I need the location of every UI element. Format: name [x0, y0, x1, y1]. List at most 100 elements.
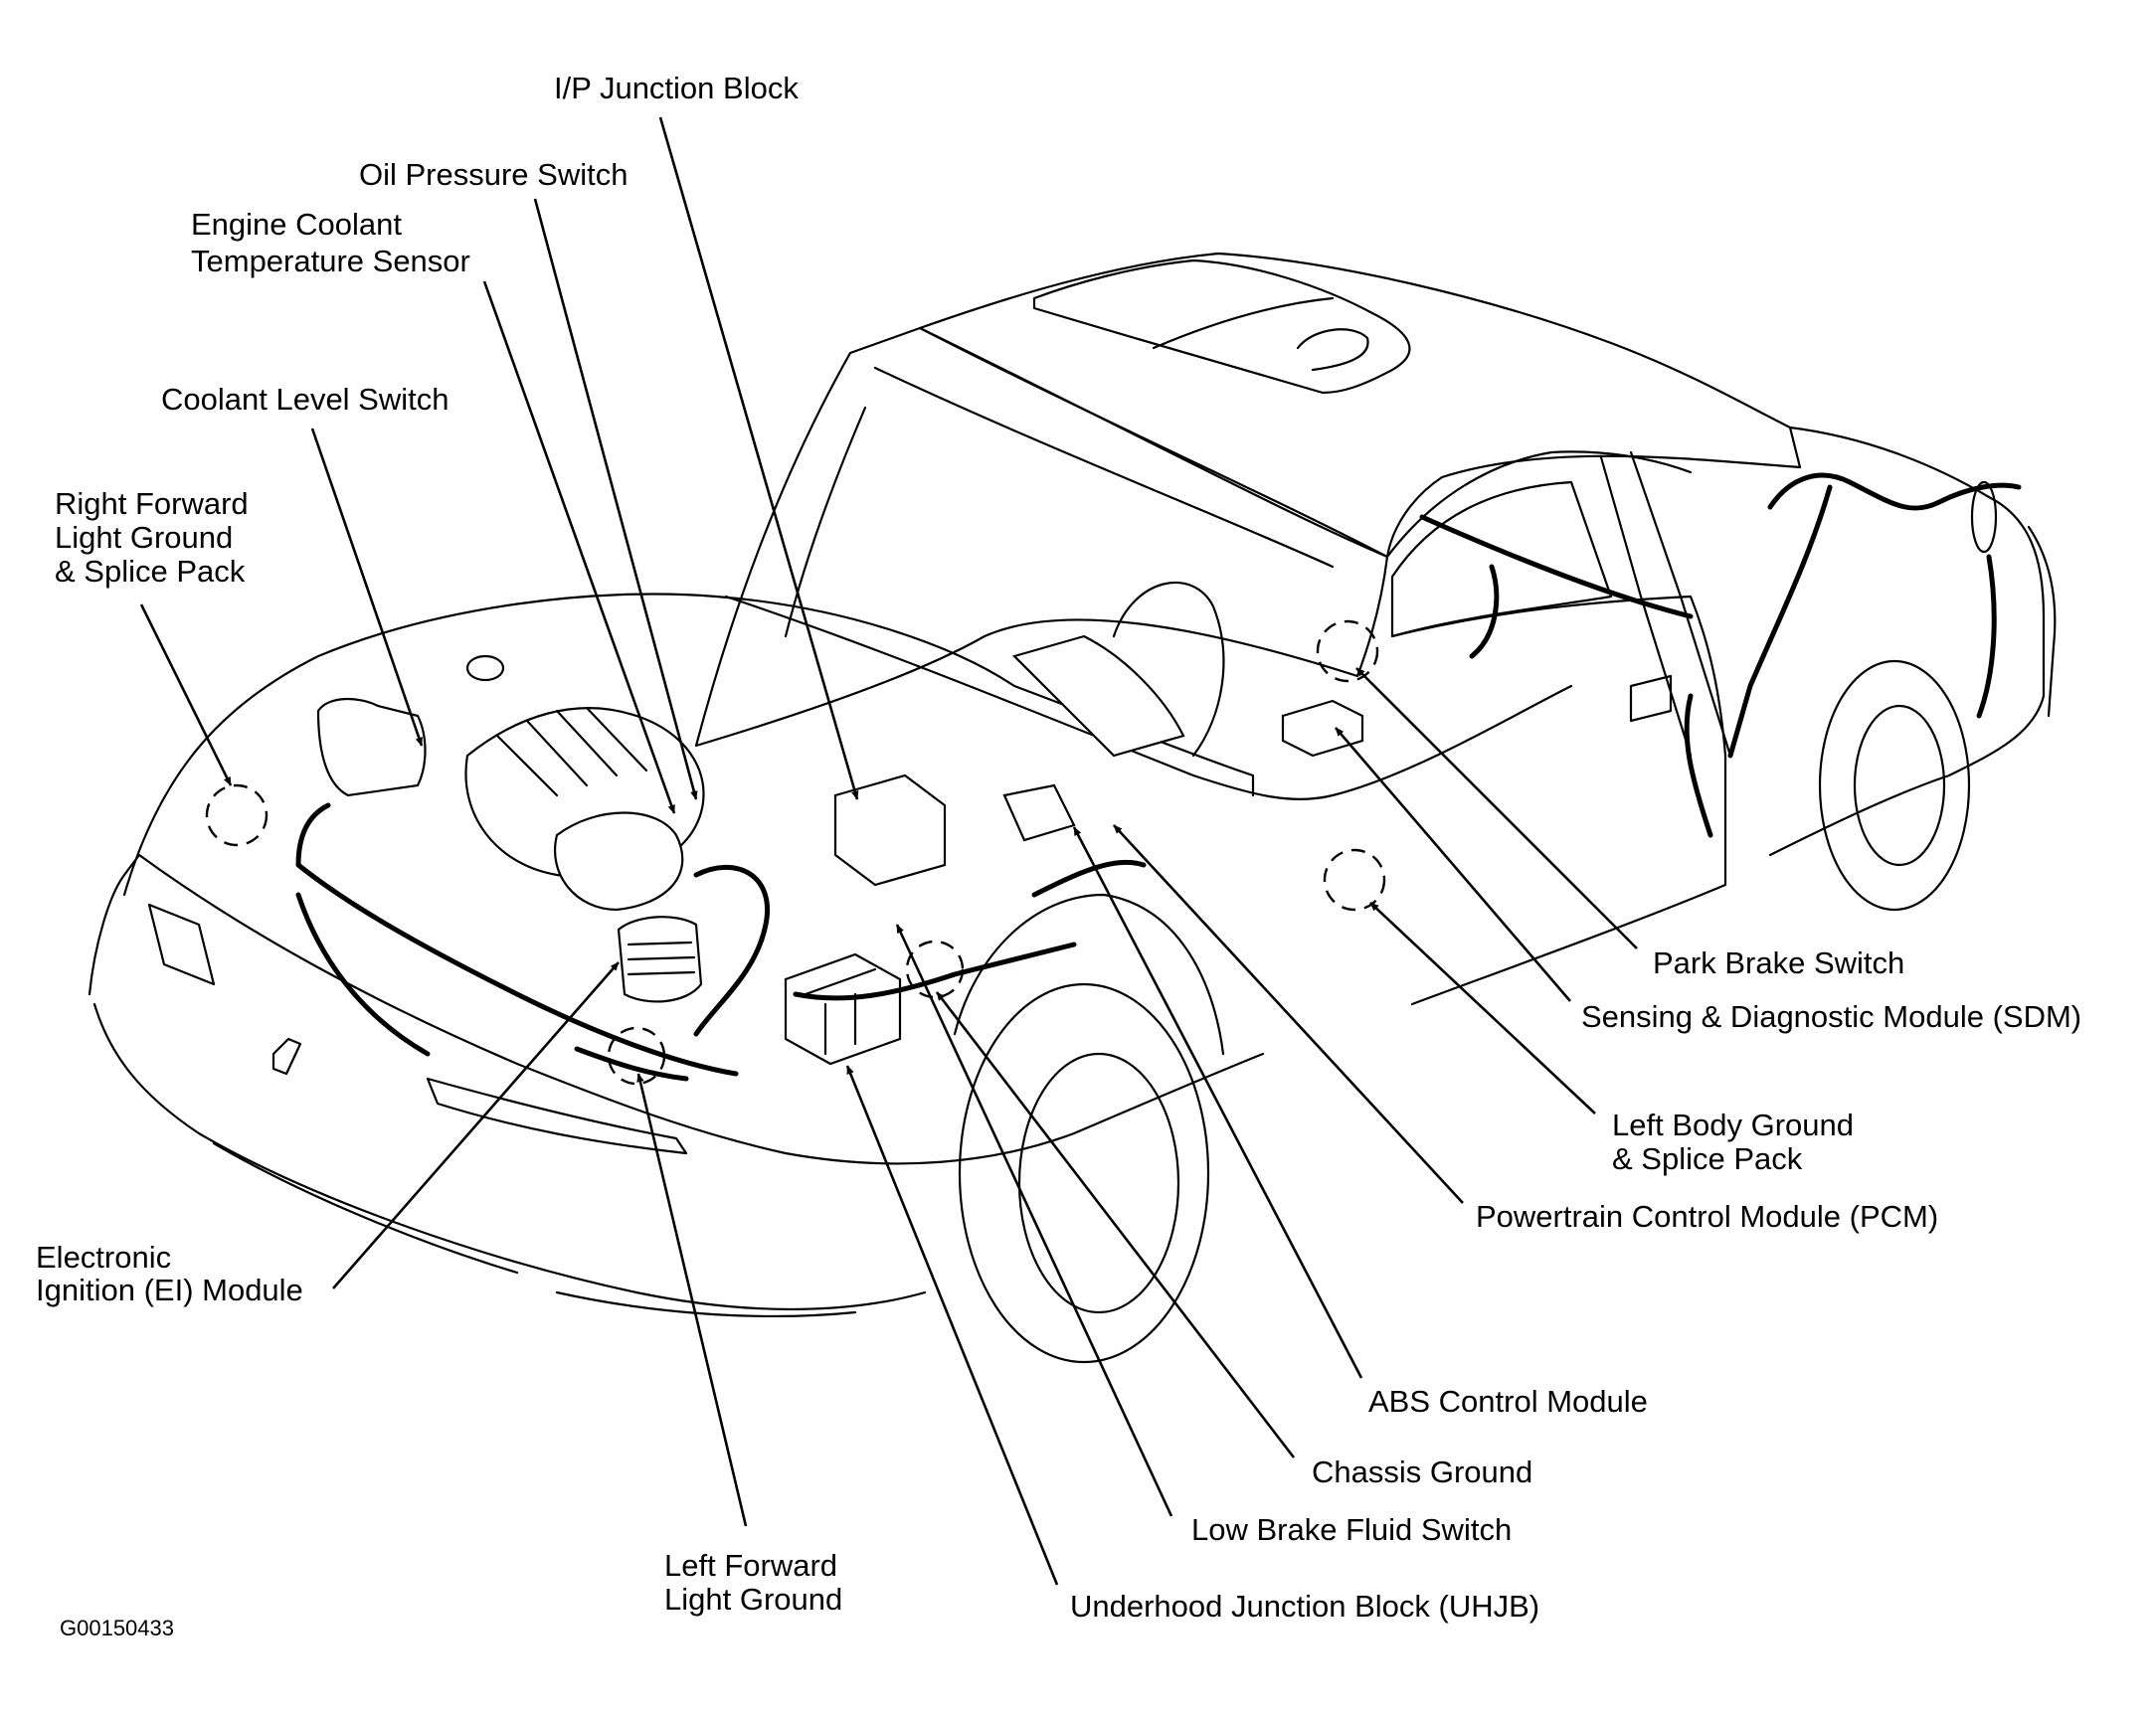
reservoir-cap [465, 654, 505, 682]
leader-right-forward-light-ground [139, 603, 233, 786]
label-ip-junction-block: I/P Junction Block [554, 71, 799, 105]
car-roof [918, 252, 1802, 559]
rear-wheel-hub [1853, 704, 1946, 867]
label-low-brake-fluid-switch: Low Brake Fluid Switch [1191, 1512, 1512, 1547]
leader-powertrain-control-module [1113, 824, 1464, 1204]
leader-electronic-ignition-module [332, 961, 620, 1289]
coolant-reservoir [316, 697, 427, 797]
label-line: Oil Pressure Switch [359, 157, 628, 192]
leader-underhood-junction-block [845, 1065, 1059, 1586]
label-powertrain-control-module: Powertrain Control Module (PCM) [1476, 1199, 1938, 1234]
front-fascia [88, 853, 1265, 1165]
leader-coolant-level-switch [310, 428, 424, 747]
label-line: I/P Junction Block [554, 71, 799, 105]
b-pillar [1599, 450, 1732, 758]
label-line: Left Body Ground [1612, 1108, 1854, 1142]
label-park-brake-switch: Park Brake Switch [1653, 945, 1904, 980]
rear-bumper [2027, 525, 2057, 718]
label-line: Park Brake Switch [1653, 945, 1904, 980]
leader-left-forward-light-ground [636, 1073, 748, 1527]
leader-engine-coolant-temperature-sensor [482, 280, 676, 814]
label-line: & Splice Pack [1612, 1141, 1803, 1176]
location-circle-left-forward-ground [607, 1026, 666, 1086]
interior-harness [1419, 514, 1694, 659]
label-left-body-ground: Left Body Ground & Splice Pack [1612, 1108, 1863, 1176]
location-circle-park-brake [1316, 619, 1379, 683]
label-line: Chassis Ground [1312, 1455, 1532, 1489]
label-chassis-ground: Chassis Ground [1312, 1455, 1532, 1489]
leader-park-brake-switch [1355, 667, 1638, 949]
label-line: Sensing & Diagnostic Module (SDM) [1581, 999, 2081, 1034]
label-line: Right Forward [55, 486, 249, 521]
lower-bumper [212, 1141, 857, 1318]
leader-lines [139, 116, 1638, 1586]
car-illustration [88, 252, 2057, 1364]
label-line: Left Forward [664, 1548, 837, 1583]
figure-id: G00150433 [60, 1616, 174, 1640]
front-wheel-inner [1017, 1052, 1180, 1314]
front-fender [953, 893, 1225, 1056]
leader-ip-junction-block [658, 116, 859, 800]
front-marker [271, 1037, 302, 1076]
label-line: Engine Coolant [191, 207, 402, 242]
leader-abs-control-module [1072, 826, 1363, 1379]
dash-cluster [1011, 634, 1185, 758]
ei-module-detail [627, 941, 696, 976]
leader-oil-pressure-switch [533, 198, 698, 800]
label-line: Low Brake Fluid Switch [1191, 1512, 1512, 1547]
side-window [1390, 480, 1613, 638]
front-grille [426, 1077, 688, 1155]
label-right-forward-light-ground: Right Forward Light Ground & Splice Pack [55, 486, 257, 589]
label-line: Light Ground [55, 520, 233, 555]
label-engine-coolant-temperature-sensor: Engine Coolant Temperature Sensor [191, 207, 470, 278]
front-bumper [92, 1002, 927, 1310]
steering-wheel [1112, 581, 1225, 758]
pcm-box [1002, 783, 1076, 842]
label-line: Ignition (EI) Module [36, 1273, 303, 1307]
door-handle [1629, 674, 1673, 723]
leader-left-body-ground [1369, 902, 1596, 1115]
intake-manifold [495, 706, 648, 797]
label-line: Coolant Level Switch [161, 382, 449, 417]
label-oil-pressure-switch: Oil Pressure Switch [359, 157, 628, 192]
label-line: Electronic [36, 1240, 171, 1275]
location-circle-right-forward-ground [205, 783, 269, 847]
front-harness [295, 892, 689, 1082]
leader-low-brake-fluid-switch [895, 924, 1173, 1517]
sdm-box [1281, 699, 1364, 758]
label-abs-control-module: ABS Control Module [1368, 1384, 1648, 1419]
rear-quarter [1768, 426, 2046, 857]
tail-light [1970, 480, 1998, 554]
label-left-forward-light-ground: Left Forward Light Ground [664, 1548, 846, 1617]
windshield [694, 326, 1389, 748]
sunroof-inner [1152, 296, 1369, 372]
door-outline [1390, 595, 1727, 1006]
rear-wheel [1818, 659, 1971, 912]
label-line: Powertrain Control Module (PCM) [1476, 1199, 1938, 1234]
front-wheel [958, 982, 1210, 1364]
sunroof [1032, 258, 1411, 395]
leader-chassis-ground [935, 991, 1296, 1458]
label-line: Light Ground [664, 1582, 842, 1617]
label-line: Temperature Sensor [191, 244, 470, 278]
location-circle-chassis-ground [905, 940, 965, 999]
a-pillar [1385, 450, 1693, 559]
component-labels: I/P Junction Block Oil Pressure Switch E… [36, 71, 2081, 1640]
uhjb-detail [804, 967, 877, 1056]
air-cleaner [554, 811, 684, 912]
leader-sensing-diagnostic-module [1335, 727, 1571, 1002]
label-sensing-diagnostic-module: Sensing & Diagnostic Module (SDM) [1581, 999, 2081, 1034]
engine-wiring-harness [295, 802, 1147, 1077]
location-circle-left-body-ground [1323, 848, 1386, 912]
rear-wiring-harness [1684, 472, 2022, 838]
label-line: & Splice Pack [55, 554, 246, 589]
label-electronic-ignition-module: Electronic Ignition (EI) Module [36, 1240, 303, 1307]
label-underhood-junction-block: Underhood Junction Block (UHJB) [1070, 1589, 1539, 1624]
label-coolant-level-switch: Coolant Level Switch [161, 382, 449, 417]
windshield-inner [784, 366, 1335, 638]
uhjb-box [784, 952, 902, 1066]
front-lamp-left [147, 903, 216, 986]
cowl-line [724, 595, 1573, 800]
